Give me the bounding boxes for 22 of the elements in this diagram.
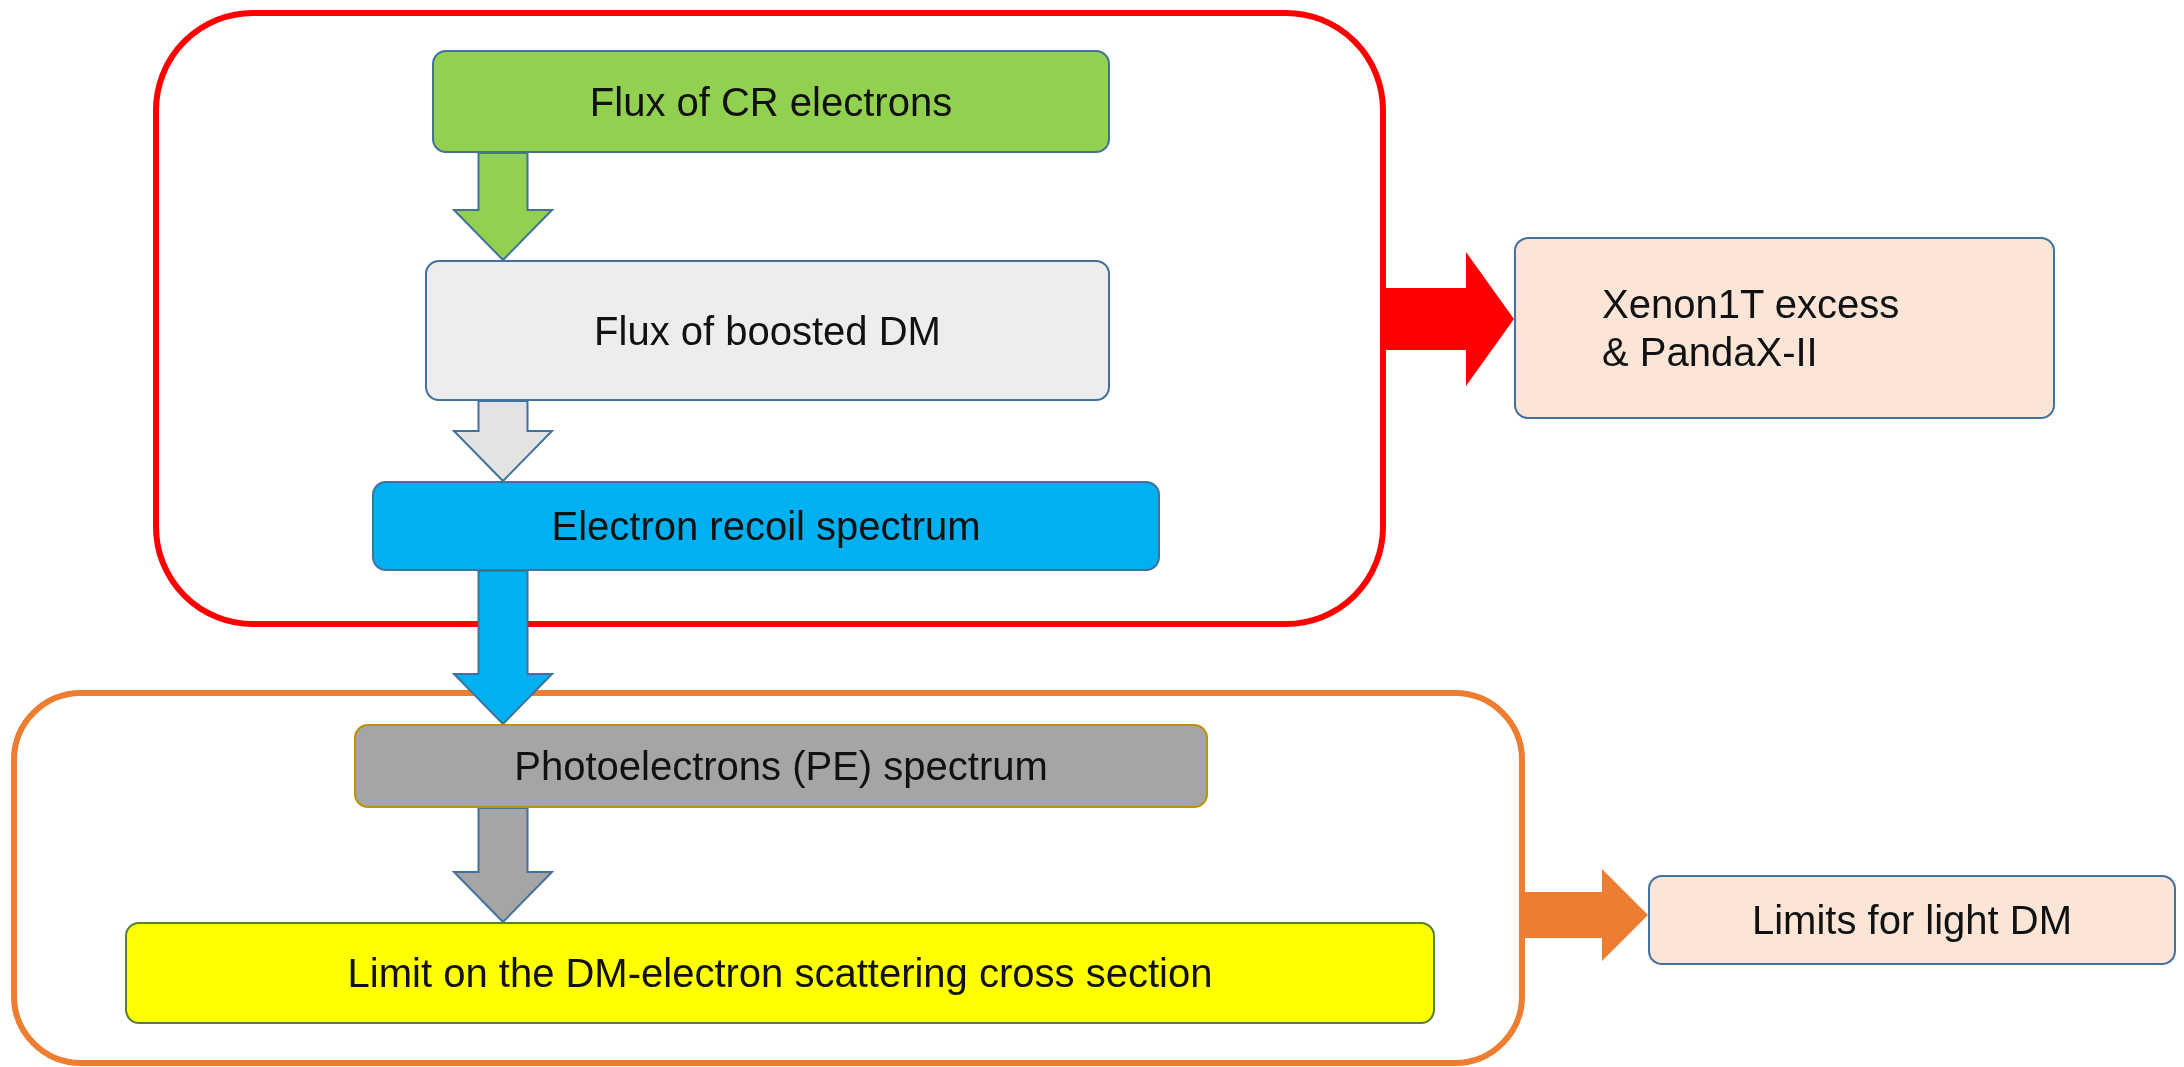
node-label: Xenon1T excess & PandaX-II	[1602, 281, 1901, 376]
block-arrow	[451, 400, 555, 483]
process-box	[372, 481, 1160, 571]
node-label: Photoelectrons (PE) spectrum	[514, 743, 1048, 790]
node-label: Limits for light DM	[1751, 897, 2073, 944]
process-box	[1648, 875, 2176, 965]
block-arrow	[451, 152, 555, 262]
group-frame	[153, 10, 1386, 627]
block-arrow	[451, 570, 555, 726]
group-frame	[11, 690, 1525, 1066]
block-arrow	[1525, 869, 1648, 961]
process-box	[425, 260, 1110, 401]
block-arrow	[451, 807, 555, 924]
process-box	[125, 922, 1435, 1024]
node-label: Electron recoil spectrum	[551, 503, 981, 550]
block-arrow	[1386, 252, 1514, 386]
node-label: Limit on the DM-electron scattering cross section	[347, 950, 1213, 997]
node-label: Flux of CR electrons	[589, 78, 953, 126]
node-label: Flux of boosted DM	[594, 307, 941, 355]
process-box	[354, 724, 1208, 808]
process-box	[1514, 237, 2055, 419]
process-box	[432, 50, 1110, 153]
